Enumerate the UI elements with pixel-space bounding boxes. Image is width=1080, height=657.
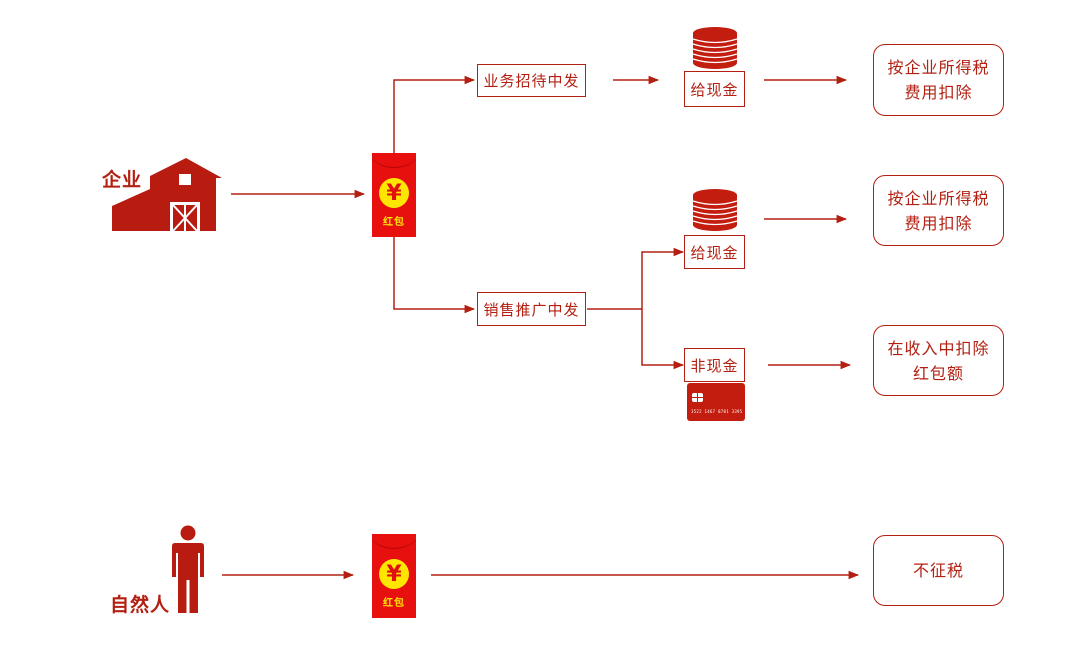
outcome-line2: 费用扣除 (904, 83, 973, 102)
person-icon (172, 525, 204, 613)
outcome-line1: 按企业所得税 (887, 58, 990, 77)
business-entertainment-box: 业务招待中发 (477, 64, 586, 97)
envelope-label: 红包 (383, 598, 405, 609)
cash-box-top: 给现金 (684, 71, 745, 107)
outcome-no-tax: 不征税 (873, 535, 1004, 606)
envelope-flap (372, 153, 416, 168)
sales-promotion-box: 销售推广中发 (477, 292, 586, 326)
yuan-coin: ¥ (379, 559, 409, 589)
red-envelope-icon: ¥ 红包 (372, 534, 416, 618)
outcome-line1: 不征税 (912, 561, 964, 580)
envelope-flap (372, 534, 416, 549)
enterprise-label: 企业 (102, 169, 143, 191)
coin-stack-icon (692, 27, 738, 69)
outcome-deduct-top: 按企业所得税 费用扣除 (873, 44, 1004, 116)
yuan-coin: ¥ (379, 178, 409, 208)
card-chip (692, 393, 703, 402)
red-envelope-icon: ¥ 红包 (372, 153, 416, 237)
outcome-line2: 费用扣除 (904, 213, 973, 233)
outcome-line1: 按企业所得税 (887, 188, 990, 208)
arrow-envelope-to-sales (393, 236, 476, 314)
coin-stack-icon (692, 189, 738, 231)
arrow-split-to-noncash (641, 309, 685, 370)
cash-box-mid: 给现金 (684, 235, 745, 269)
outcome-line1: 在收入中扣除 (887, 338, 990, 358)
outcome-deduct-mid: 按企业所得税 费用扣除 (873, 175, 1004, 246)
card-number: 3522 1467 8701 3395 (691, 409, 743, 414)
non-cash-box: 非现金 (684, 348, 745, 382)
barn-icon (112, 158, 222, 232)
outcome-deduct-income: 在收入中扣除 红包额 (873, 325, 1004, 396)
envelope-label: 红包 (383, 217, 405, 228)
outcome-line2: 红包额 (912, 363, 964, 383)
arrow-envelope-to-business (393, 75, 476, 153)
bank-card-icon: 3522 1467 8701 3395 (687, 383, 745, 421)
arrow-split-to-cash (641, 247, 685, 309)
person-label: 自然人 (110, 594, 171, 616)
